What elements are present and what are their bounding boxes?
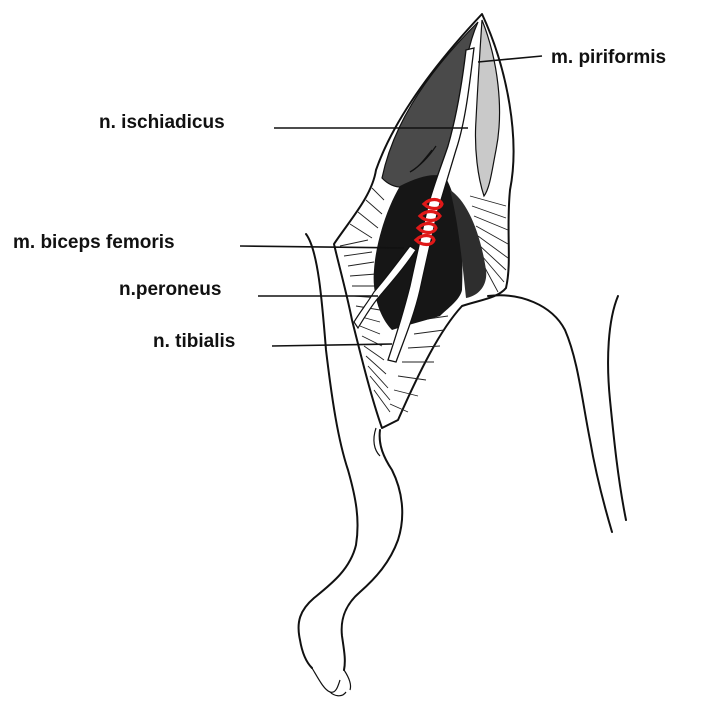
leader-tibialis	[272, 344, 392, 346]
label-peroneus: n.peroneus	[119, 279, 221, 300]
label-biceps-femoris: m. biceps femoris	[13, 232, 175, 253]
surgical-field	[334, 14, 514, 428]
label-piriformis: m. piriformis	[551, 47, 666, 68]
labels: m. piriformis n. ischiadicus m. biceps f…	[13, 47, 666, 352]
label-tibialis: n. tibialis	[153, 331, 235, 352]
label-ischiadicus: n. ischiadicus	[99, 112, 225, 133]
